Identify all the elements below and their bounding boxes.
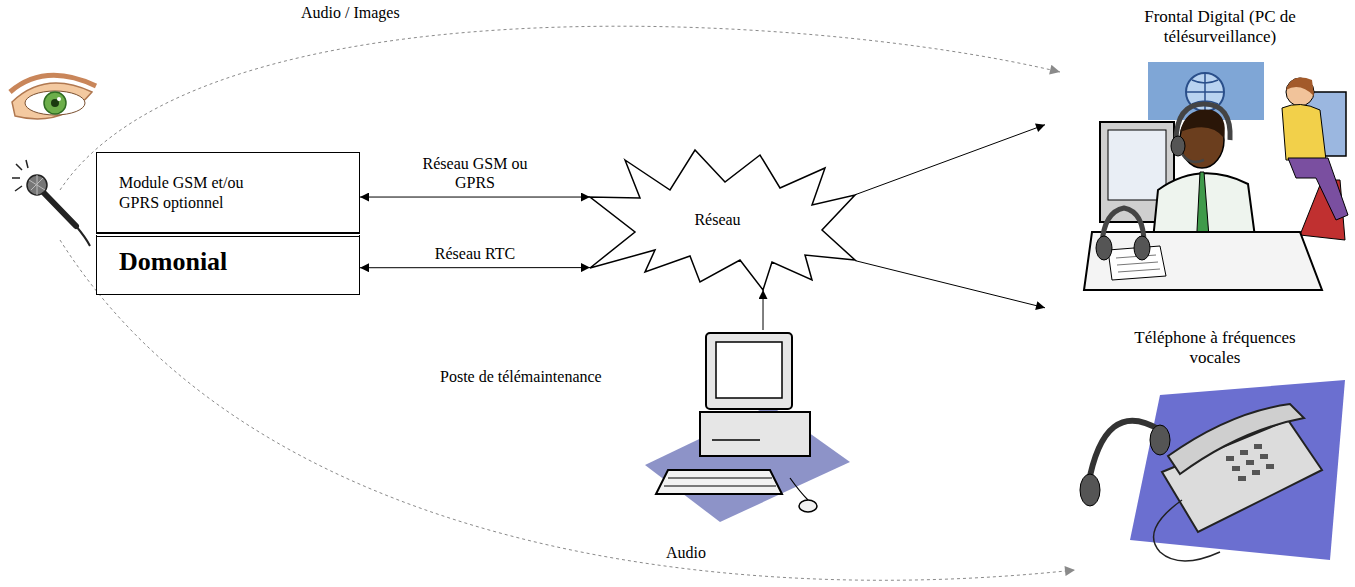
computer-icon <box>645 333 850 522</box>
maintenance-station: Poste de télémaintenance <box>440 330 840 530</box>
node-text: Domonial <box>119 247 227 277</box>
link-label: Réseau RTC <box>432 243 518 262</box>
microphone-icon <box>12 160 90 246</box>
node-text: Frontal Digital (PC de télésurveillance) <box>1105 7 1335 48</box>
network-link <box>360 197 590 198</box>
domonial-box: Domonial <box>96 233 360 295</box>
network-link <box>360 267 590 268</box>
node-text: Réseau <box>694 211 740 229</box>
network-link <box>763 290 764 330</box>
telephone-illustration <box>1080 380 1345 561</box>
monitoring-station: Frontal Digital (PC de télésurveillance) <box>1045 5 1350 290</box>
link-label: Réseau GSM ou GPRS <box>417 154 533 192</box>
eye-icon <box>10 75 96 119</box>
module-box: Module GSM et/ou GPRS optionnel <box>96 152 360 233</box>
flow-label: Audio <box>663 544 709 562</box>
node-text: Module GSM et/ou GPRS optionnel <box>119 173 269 213</box>
operator-illustration <box>1084 62 1348 290</box>
flow-label: Audio / Images <box>298 4 403 22</box>
network-cloud: Réseau <box>590 150 855 290</box>
network-link <box>855 261 1045 308</box>
network-link <box>855 125 1045 195</box>
node-text: Téléphone à fréquences vocales <box>1115 328 1315 369</box>
voice-telephone: Téléphone à fréquences vocales <box>1045 300 1350 560</box>
node-text: Poste de télémaintenance <box>440 368 602 386</box>
